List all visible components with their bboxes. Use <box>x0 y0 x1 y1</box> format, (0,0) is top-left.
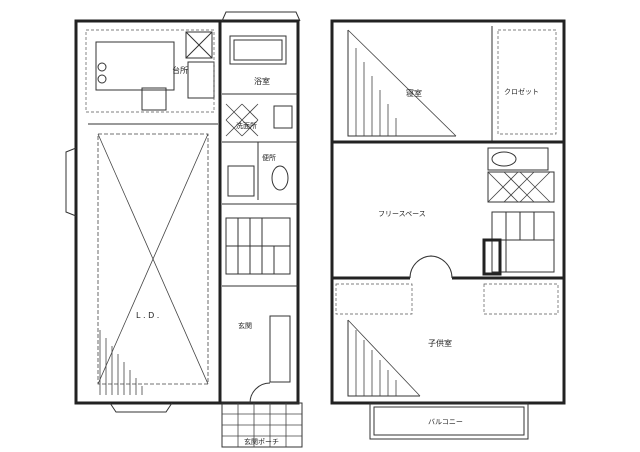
label-porch: 玄関ポーチ <box>244 437 279 446</box>
label-toilet: 便所 <box>262 153 276 162</box>
label-kids-room: 子供室 <box>428 338 452 348</box>
stairs-1f <box>225 217 291 275</box>
label-free-space: フリースペース <box>378 210 426 218</box>
first-floor-plan: 台所 浴室 洗面所 便所 L . D . 玄関 玄関ポーチ <box>65 11 303 448</box>
washroom-tile <box>225 103 259 137</box>
label-bathroom: 浴室 <box>254 76 270 86</box>
second-floor-plan: 寝室 クロゼット フリースペース 子供室 バルコニー <box>330 19 566 440</box>
bedroom-hatching <box>347 29 457 137</box>
porch-tiles <box>221 402 303 448</box>
label-closet: クロゼット <box>504 87 539 96</box>
bath-2f-tile <box>487 171 555 203</box>
label-living-dining: L . D . <box>136 311 159 320</box>
kids-room-hatching <box>347 319 421 397</box>
label-entrance: 玄関 <box>238 321 252 330</box>
label-balcony: バルコニー <box>428 418 463 426</box>
stairs-2f <box>482 211 555 276</box>
label-washroom: 洗面所 <box>236 121 257 130</box>
label-kitchen: 台所 <box>172 65 188 75</box>
label-bedroom: 寝室 <box>406 88 422 98</box>
ld-hatching <box>99 330 143 395</box>
